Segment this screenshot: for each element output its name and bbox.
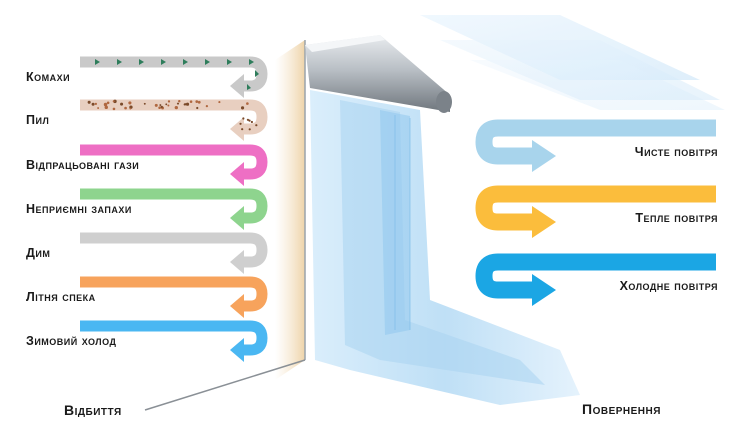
return-item-label: Чисте повітря bbox=[634, 145, 718, 159]
reflection-arrow bbox=[80, 144, 268, 186]
return-label: Повернення bbox=[582, 401, 661, 417]
return-item-label: Холодне повітря bbox=[619, 279, 718, 293]
left-arrows-group bbox=[80, 56, 268, 362]
reflection-arrow bbox=[80, 56, 268, 98]
reflection-label: Відбиття bbox=[64, 402, 122, 418]
reflection-item-label: Зимовий холод bbox=[26, 334, 117, 348]
return-item-label: Тепле повітря bbox=[635, 211, 718, 225]
air-curtain-unit bbox=[305, 35, 452, 113]
door-frame bbox=[144, 40, 306, 411]
reflection-arrow bbox=[80, 276, 268, 318]
right-arrows-group bbox=[475, 119, 716, 306]
reflection-arrow bbox=[80, 188, 268, 230]
reflection-item-label: Комахи bbox=[26, 70, 71, 84]
background-air-planes bbox=[420, 15, 725, 110]
reflection-item-label: Пил bbox=[26, 113, 50, 127]
reflection-arrow bbox=[80, 320, 268, 362]
reflection-arrow bbox=[80, 232, 268, 274]
reflection-item-label: Неприємні запахи bbox=[26, 202, 132, 216]
return-arrow bbox=[475, 119, 716, 172]
reflection-arrow bbox=[80, 99, 268, 141]
reflection-item-label: Відпрацьовані гази bbox=[26, 158, 140, 172]
reflection-item-label: Літня спека bbox=[26, 290, 96, 304]
reflection-item-label: Дим bbox=[26, 246, 51, 260]
return-arrow bbox=[475, 253, 716, 306]
return-arrow bbox=[475, 185, 716, 238]
air-curtain-flow bbox=[310, 90, 580, 405]
